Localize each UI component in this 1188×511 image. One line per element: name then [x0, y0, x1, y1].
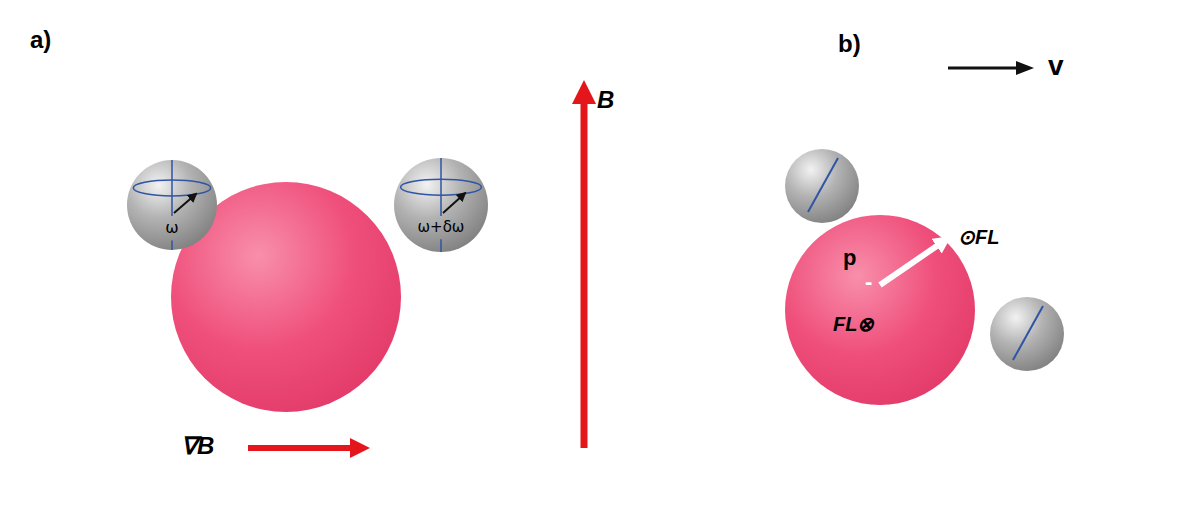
dipole-label: p — [843, 245, 856, 270]
node-shape — [785, 215, 975, 405]
force-label: ⊙FL — [958, 226, 999, 249]
spin-sphere: ω — [127, 160, 217, 250]
grey-sphere — [394, 158, 488, 252]
spin-axis — [808, 158, 838, 212]
velocity-label: v — [1048, 50, 1064, 82]
grey-sphere — [990, 297, 1064, 371]
spin-arrow — [174, 194, 196, 213]
gradient-label: ∇B — [181, 432, 214, 460]
pink-sphere: p- FL⊗ — [785, 215, 975, 405]
force-label: FL⊗ — [833, 313, 874, 336]
spin-sphere: ω+δω — [394, 158, 488, 252]
gradient-arrowhead — [350, 438, 370, 458]
spin-axis — [171, 160, 173, 216]
dipole-arrow — [880, 239, 947, 285]
spin-axis — [171, 240, 173, 250]
grey-sphere — [785, 149, 859, 223]
gradient-arrow — [248, 445, 352, 451]
frequency-label: ω+δω — [418, 219, 465, 236]
panel-label: a) — [30, 26, 51, 54]
velocity-arrowhead — [1016, 61, 1034, 75]
field-arrowhead — [572, 80, 596, 104]
field-label: B — [597, 86, 614, 114]
spin-axis — [1013, 306, 1043, 360]
field-arrow — [581, 100, 588, 448]
charge-sign: - — [865, 269, 872, 294]
pink-sphere — [785, 215, 975, 405]
spin-axis — [440, 158, 442, 216]
grey-sphere — [127, 160, 217, 250]
spin-axis — [440, 239, 442, 252]
node-shape — [394, 158, 488, 252]
spin-arrow — [443, 193, 465, 213]
velocity-arrow — [948, 67, 1018, 70]
frequency-label: ω — [165, 219, 178, 237]
panel-label: b) — [838, 30, 861, 58]
